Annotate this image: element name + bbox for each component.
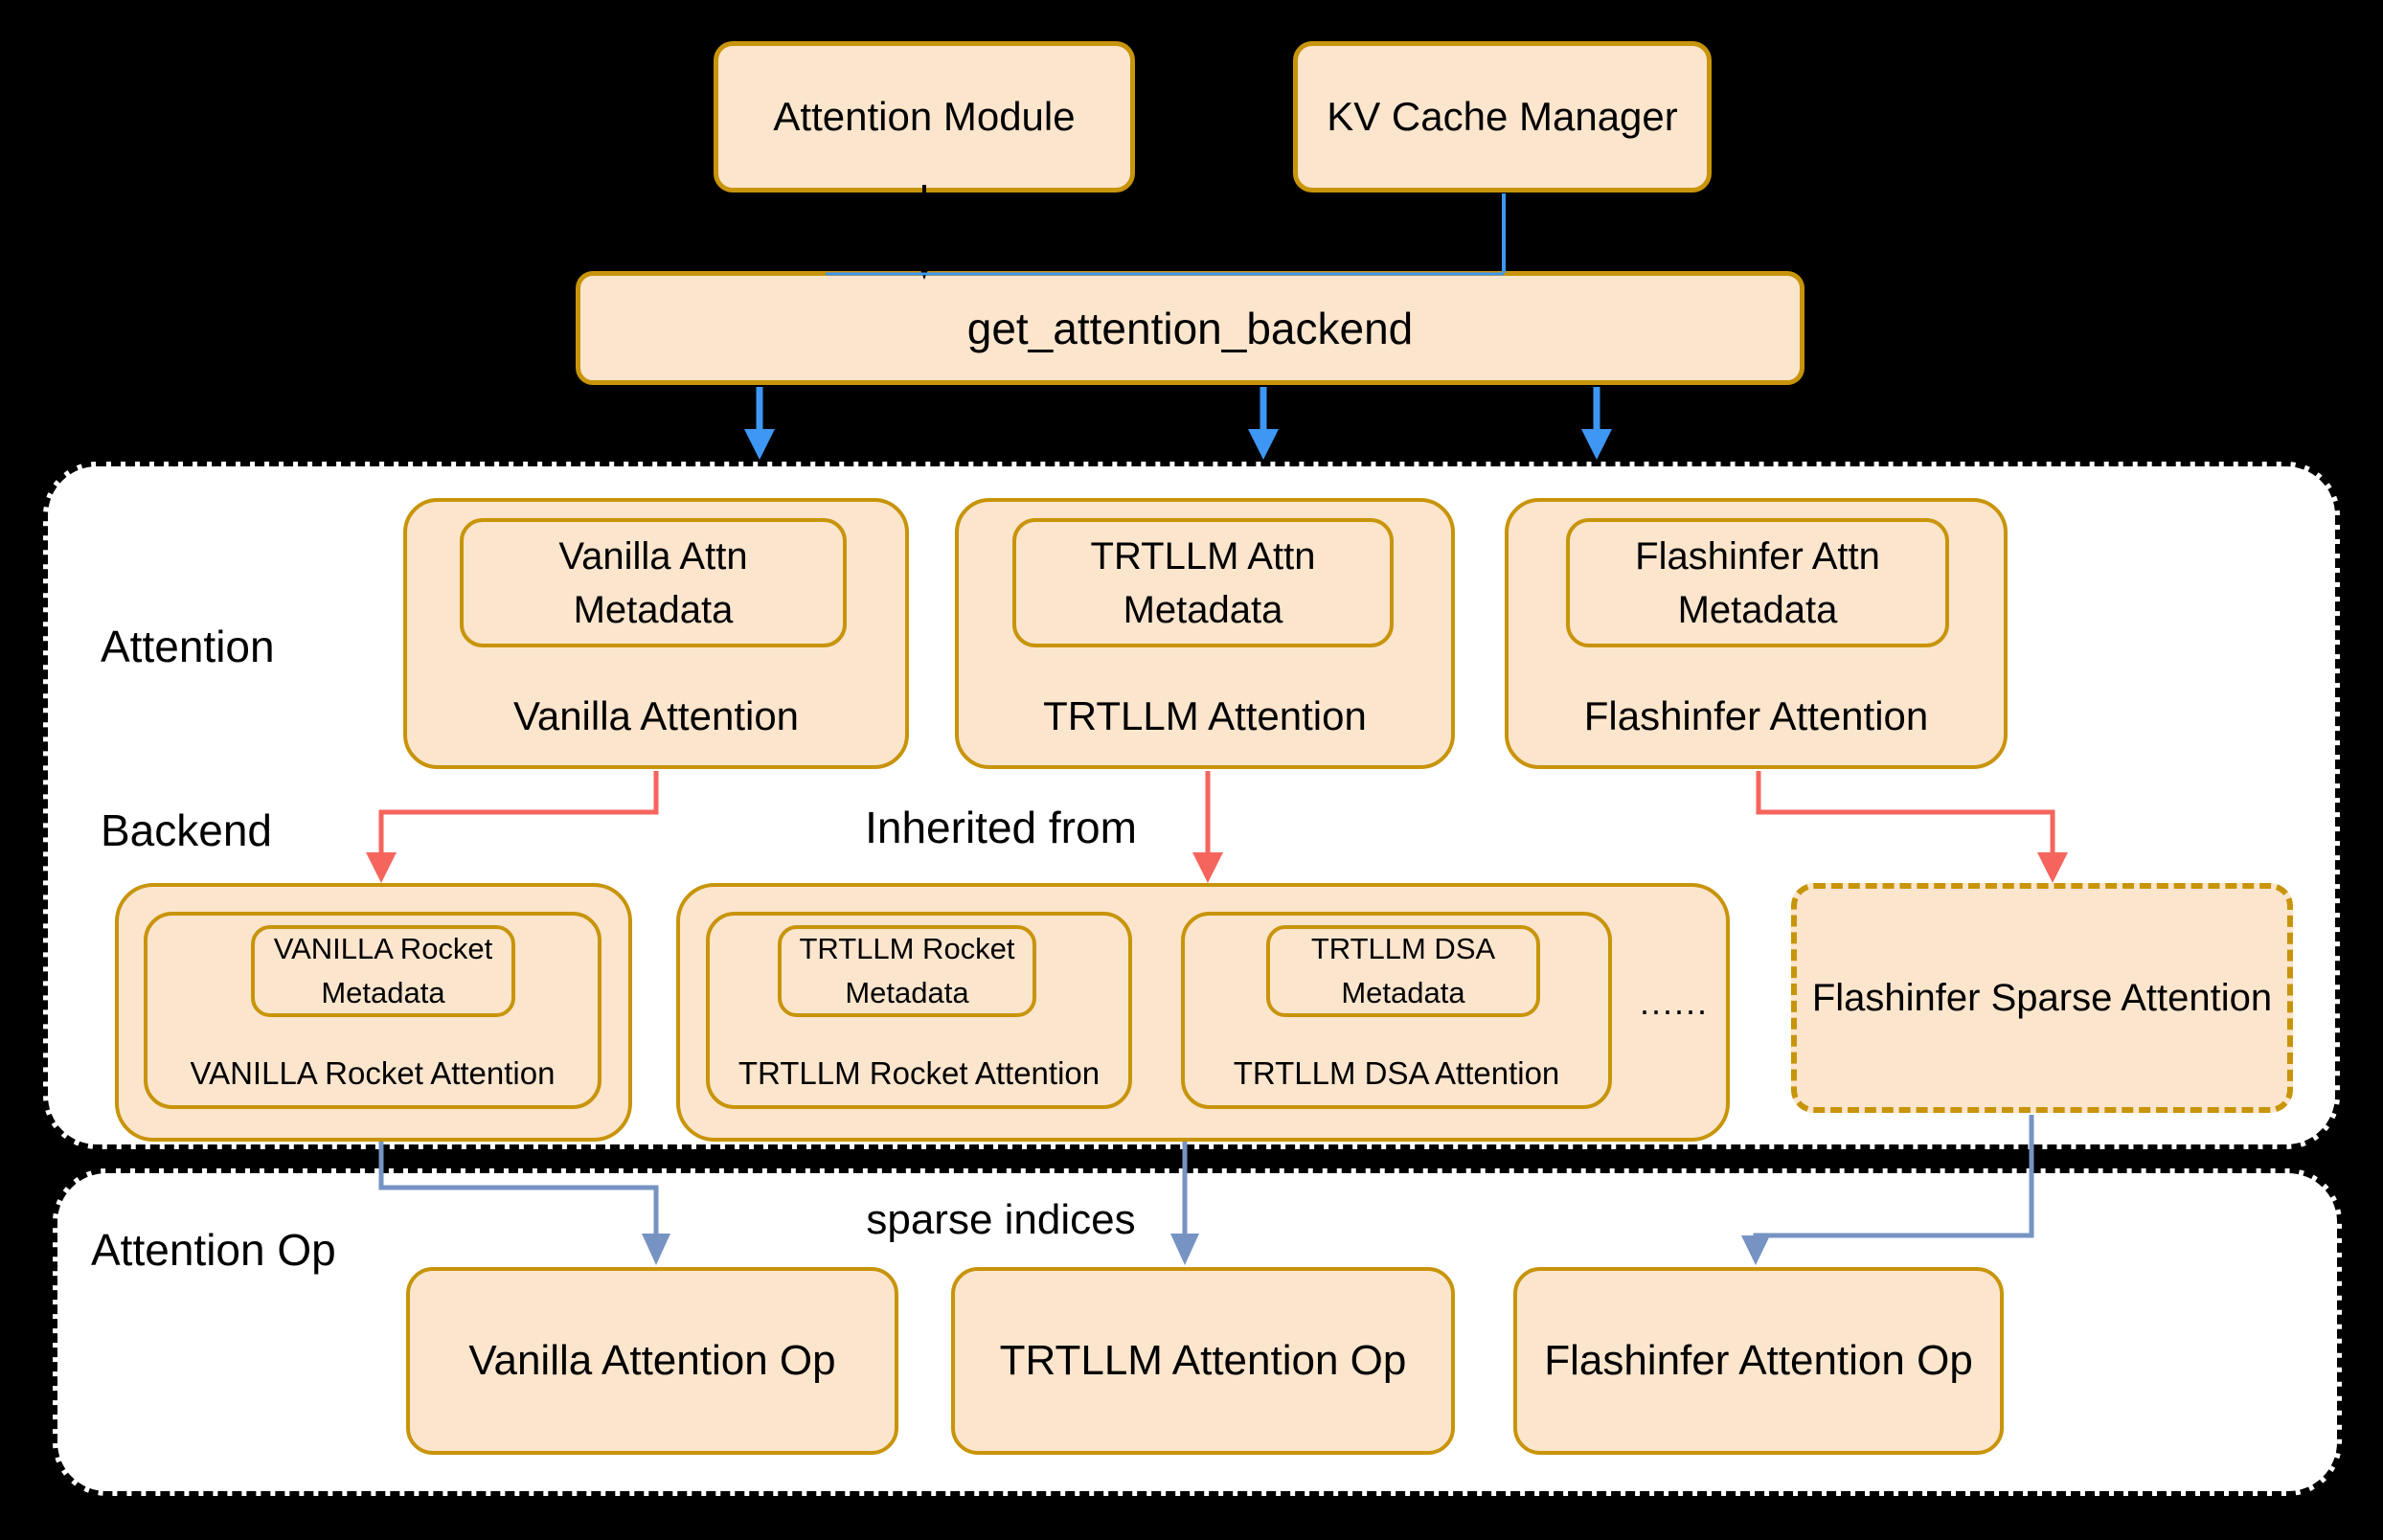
inherited-from-label: Inherited from	[865, 803, 1137, 852]
trtllm-rocket-metadata-line1: TRTLLM Rocket	[799, 932, 1015, 965]
trtllm-attn-metadata-line2: Metadata	[1123, 588, 1283, 631]
flashinfer-sparse-attention-box: Flashinfer Sparse Attention	[1791, 883, 2293, 1113]
vanilla-attention-op-label: Vanilla Attention Op	[468, 1337, 836, 1384]
vanilla-attention-op-box: Vanilla Attention Op	[406, 1267, 898, 1455]
flashinfer-attention-op-label: Flashinfer Attention Op	[1544, 1337, 1973, 1384]
attention-backend-title: Attention Backend	[101, 493, 275, 984]
arrow-attention-module-to-get-backend	[914, 185, 935, 280]
arrow-get-backend-to-flashinfer	[1581, 387, 1612, 460]
ellipsis-label: ......	[1639, 983, 1709, 1022]
vanilla-rocket-metadata-line2: Metadata	[321, 976, 445, 1009]
flashinfer-attn-metadata-line1: Flashinfer Attn	[1635, 534, 1880, 578]
trtllm-dsa-metadata-line2: Metadata	[1341, 976, 1465, 1009]
kv-cache-manager-label: KV Cache Manager	[1327, 94, 1678, 139]
attention-module-label: Attention Module	[773, 94, 1076, 139]
vanilla-rocket-metadata-line1: VANILLA Rocket	[273, 932, 493, 965]
get-attention-backend-label: get_attention_backend	[966, 303, 1414, 353]
flashinfer-attn-metadata-line2: Metadata	[1677, 588, 1838, 631]
trtllm-rocket-metadata-line2: Metadata	[845, 976, 969, 1009]
kv-cache-manager-box: KV Cache Manager	[1293, 41, 1712, 192]
line-kv-cache-to-get-backend	[826, 193, 1506, 276]
arrow-get-backend-to-trtllm	[1248, 387, 1279, 460]
trtllm-attn-metadata-box: TRTLLM Attn Metadata	[1012, 518, 1394, 647]
get-attention-backend-box: get_attention_backend	[576, 271, 1804, 385]
trtllm-attention-label: TRTLLM Attention	[1043, 693, 1367, 738]
flashinfer-sparse-attention-label: Flashinfer Sparse Attention	[1811, 976, 2273, 1019]
sparse-indices-label: sparse indices	[866, 1196, 1136, 1243]
vanilla-attention-label: Vanilla Attention	[512, 693, 800, 738]
flashinfer-attn-metadata-box: Flashinfer Attn Metadata	[1566, 518, 1949, 647]
trtllm-dsa-attention-label: TRTLLM DSA Attention	[1233, 1055, 1560, 1091]
trtllm-attn-metadata-line1: TRTLLM Attn	[1090, 534, 1316, 578]
flashinfer-attention-op-box: Flashinfer Attention Op	[1513, 1267, 2004, 1455]
vanilla-attn-metadata-line1: Vanilla Attn	[558, 534, 748, 578]
vanilla-attn-metadata-line2: Metadata	[573, 588, 734, 631]
vanilla-rocket-metadata-box: VANILLA Rocket Metadata	[251, 925, 515, 1017]
vanilla-attn-metadata-box: Vanilla Attn Metadata	[460, 518, 847, 647]
trtllm-dsa-metadata-box: TRTLLM DSA Metadata	[1266, 925, 1540, 1017]
attention-backend-title-line1: Attention	[101, 622, 275, 671]
arrow-get-backend-to-vanilla	[744, 387, 775, 460]
trtllm-rocket-attention-label: TRTLLM Rocket Attention	[738, 1055, 1101, 1091]
trtllm-rocket-metadata-box: TRTLLM Rocket Metadata	[778, 925, 1036, 1017]
trtllm-attention-op-label: TRTLLM Attention Op	[999, 1337, 1407, 1384]
trtllm-attention-op-box: TRTLLM Attention Op	[951, 1267, 1455, 1455]
flashinfer-attention-label: Flashinfer Attention	[1583, 693, 1929, 738]
trtllm-dsa-metadata-line1: TRTLLM DSA	[1310, 932, 1496, 965]
attention-module-box: Attention Module	[714, 41, 1135, 192]
attention-op-title: Attention Op	[91, 1225, 336, 1275]
vanilla-rocket-attention-label: VANILLA Rocket Attention	[190, 1055, 556, 1091]
attention-backend-title-line2: Backend	[101, 805, 273, 855]
